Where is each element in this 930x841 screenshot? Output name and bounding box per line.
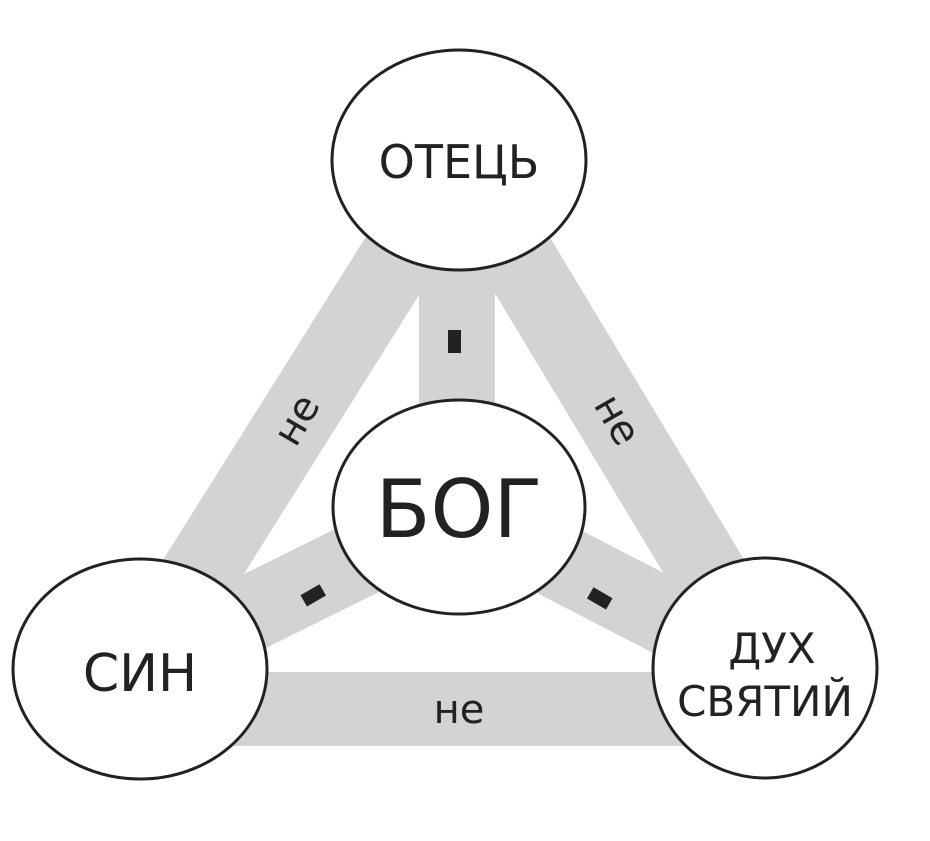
node-god: БОГ: [331, 398, 587, 616]
node-label-father: ОТЕЦЬ: [379, 135, 540, 189]
is-marker-son: [300, 584, 327, 607]
node-label-god: БОГ: [376, 463, 543, 556]
is-marker-spirit: [586, 587, 613, 610]
node-father: ОТЕЦЬ: [330, 48, 588, 272]
node-holy-spirit: ДУХ СВЯТИЙ: [651, 556, 879, 780]
node-son: СИН: [11, 557, 269, 781]
is-markers: [300, 330, 613, 610]
link-label-son-spirit: не: [434, 687, 485, 733]
is-marker-father: [448, 330, 461, 353]
node-label-son: СИН: [83, 644, 197, 704]
node-label-spirit-line2: СВЯТИЙ: [677, 676, 853, 726]
node-label-spirit-line1: ДУХ: [728, 624, 815, 673]
